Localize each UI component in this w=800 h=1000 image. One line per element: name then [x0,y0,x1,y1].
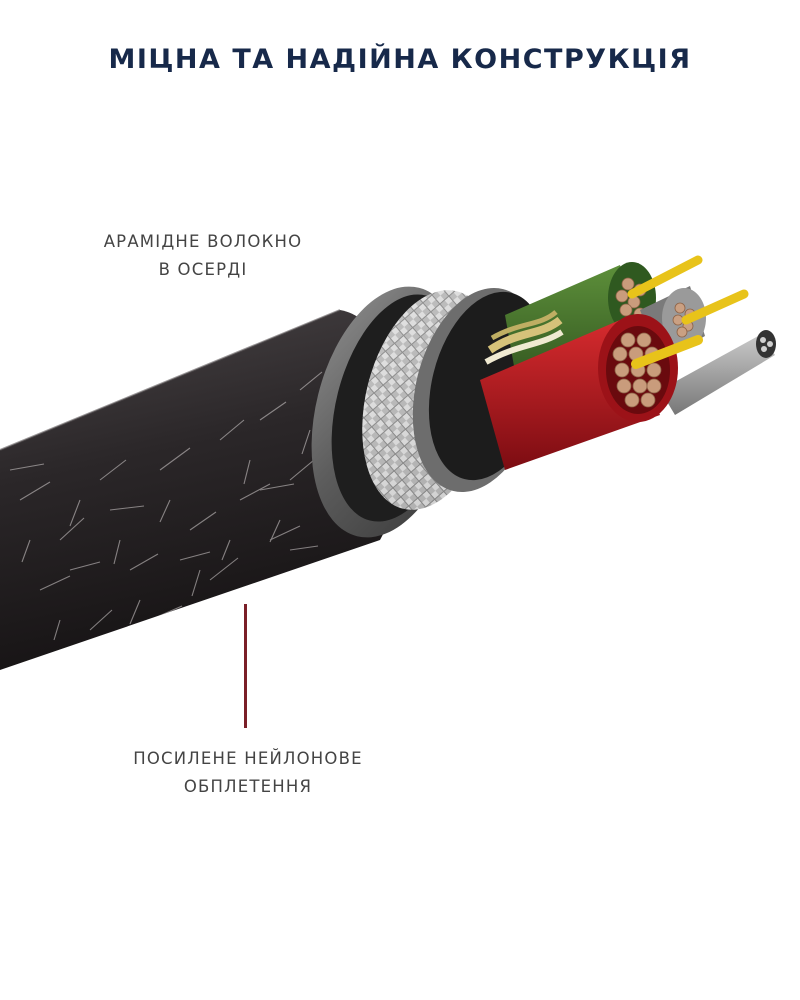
page-title: МІЦНА ТА НАДІЙНА КОНСТРУКЦІЯ [108,44,692,75]
aramid-callout-line-2: В ОСЕРДІ [158,260,248,279]
nylon-braid-callout: ПОСИЛЕНЕ НЕЙЛОНОВЕ ОБПЛЕТЕННЯ [100,745,396,801]
aramid-callout-line-1: АРАМІДНЕ ВОЛОКНО [103,232,303,251]
nylon-callout-line-2: ОБПЛЕТЕННЯ [183,777,313,796]
aramid-fiber-callout: АРАМІДНЕ ВОЛОКНО В ОСЕРДІ [70,228,336,284]
nylon-callout-line-1: ПОСИЛЕНЕ НЕЙЛОНОВЕ [133,749,363,768]
nylon-braid-jacket [0,309,406,670]
black-wire [660,330,776,415]
red-wire [480,314,703,470]
aramid-core-fibers [484,310,564,365]
callout-leader-line [244,604,247,728]
cable-illustration [0,255,776,670]
